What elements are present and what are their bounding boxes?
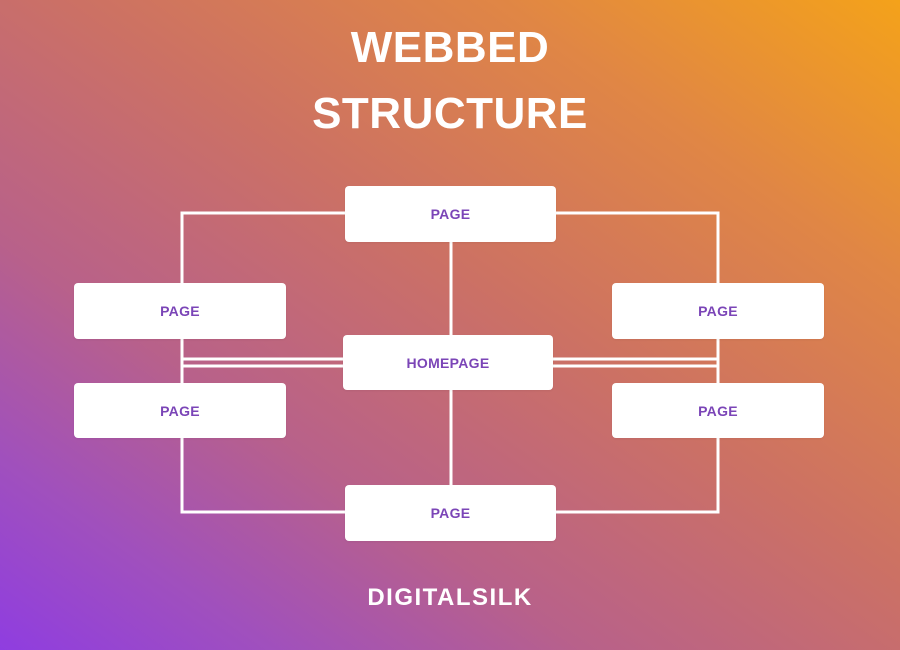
connector-top-right xyxy=(556,211,720,283)
diagram-title-line-2: STRUCTURE xyxy=(312,89,588,138)
node-page-left-lower: PAGE xyxy=(74,383,286,438)
node-page-right-upper: PAGE xyxy=(612,283,824,339)
diagram-title-line-1: WEBBED xyxy=(350,23,550,72)
digitalsilk-logo: DIGITALSILK xyxy=(367,584,533,611)
node-page-bottom: PAGE xyxy=(345,485,556,541)
connector-bottom-right xyxy=(556,438,720,514)
node-page-left-upper: PAGE xyxy=(74,283,286,339)
connector-bottom-left xyxy=(180,438,345,514)
node-homepage-center: HOMEPAGE xyxy=(343,335,553,390)
connector-top-left xyxy=(180,211,345,283)
node-page-top: PAGE xyxy=(345,186,556,242)
node-page-right-lower: PAGE xyxy=(612,383,824,438)
